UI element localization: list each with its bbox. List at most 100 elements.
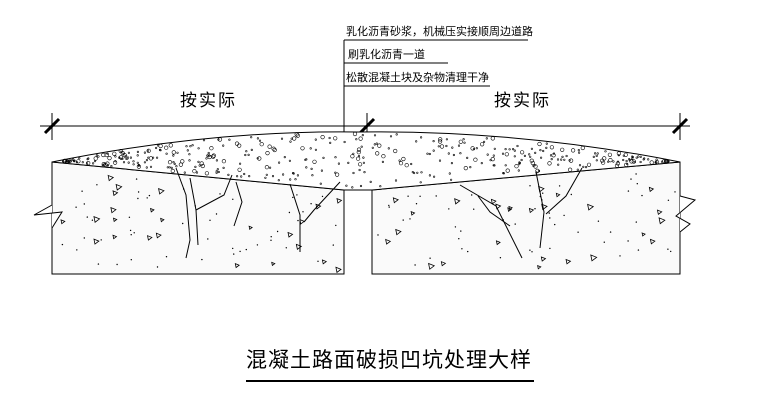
patch-dot [617,154,620,157]
patch-dot [217,138,220,141]
patch-dot [616,151,622,156]
patch-dot [227,173,230,176]
patch-dot [584,166,588,169]
aggregate-speck [292,196,294,199]
patch-dot [114,155,117,158]
patch-dot [81,161,84,164]
aggregate-speck [670,250,672,253]
patch-dot [132,163,135,166]
patch-dot [185,145,188,148]
aggregate-speck [627,190,630,192]
aggregate-stone [649,238,656,245]
aggregate-stone [321,259,328,265]
note-tack-coat: 刷乳化沥青一道 [348,48,425,61]
aggregate-stone [234,263,240,269]
patch-dot [228,138,231,141]
aggregate-speck [207,238,209,240]
aggregate-stone [587,203,595,211]
patch-dot [395,133,398,136]
patch-dot [504,148,507,151]
patch-dot [310,167,313,170]
patch-dot [578,164,582,167]
patch-dot [265,151,270,156]
patch-dot [320,169,324,172]
patch-dot [360,145,363,148]
patch-dot [197,147,200,150]
patch-dot [345,184,348,187]
aggregate-stone [440,261,447,267]
patch-dot [278,161,281,164]
aggregate-speck [297,219,299,222]
patch-dot [492,164,495,167]
patch-dot [639,160,642,164]
patch-dot [147,149,150,152]
patch-dot [186,149,189,152]
patch-dot [320,135,325,140]
patch-dot [250,148,253,151]
patch-dot [504,152,509,157]
patch-dot [550,158,553,161]
patch-dot [294,132,299,137]
patch-dot [504,164,507,167]
patch-dot [334,156,337,159]
patch-dot [197,160,200,163]
aggregate-speck [61,243,64,246]
aggregate-speck [577,231,579,233]
patch-dot [635,156,638,159]
patch-dot [329,141,332,144]
patch-dot [62,160,65,163]
patch-dot [305,158,308,161]
patch-dot [373,134,377,137]
patch-dot [356,150,361,155]
aggregate-speck [429,257,431,259]
aggregate-stone [656,209,663,216]
patch-dot [67,161,70,164]
aggregate-speck [667,248,669,250]
patch-dot [501,152,505,155]
patch-dot [549,154,553,157]
patch-dot [145,166,148,169]
aggregate-speck [310,203,312,205]
patch-dot [188,153,191,156]
patch-dot [343,140,346,144]
patch-dot [112,160,118,165]
patch-dot [529,158,534,163]
aggregate-stone [555,192,561,198]
aggregate-speck [667,199,670,201]
patch-dot [568,158,574,163]
aggregate-stone [395,228,402,236]
patch-dot [112,151,117,156]
aggregate-speck [609,231,612,233]
patch-dot [607,160,610,163]
patch-dot [593,152,597,155]
patch-dot [428,174,432,177]
patch-dot [136,154,139,157]
patch-aggregate-dots [62,131,670,189]
patch-dot [136,161,139,164]
aggregate-stone [392,197,399,204]
aggregate-speck [83,237,86,239]
aggregate-stone [112,217,118,223]
patch-dot [305,166,308,169]
patch-dot [290,137,293,140]
patch-dot [596,152,599,155]
patch-dot [188,159,191,162]
patch-dot [416,171,419,174]
patch-dot [127,161,130,164]
patch-dot [240,175,243,178]
aggregate-stone [490,198,497,205]
aggregate-stone [495,203,502,210]
patch-dot [207,153,210,156]
aggregate-speck [129,229,132,232]
patch-dot [530,147,534,150]
patch-dot [271,146,276,151]
aggregate-stone [110,206,117,214]
aggregate-speck [81,190,83,192]
patch-dot [437,145,440,148]
patch-dot [545,142,548,145]
patch-dot [447,152,450,155]
note-clean-debris: 松散混凝土块及杂物清理干净 [346,71,489,84]
patch-dot [267,144,272,149]
patch-dot [375,151,380,156]
aggregate-stone [60,219,66,225]
